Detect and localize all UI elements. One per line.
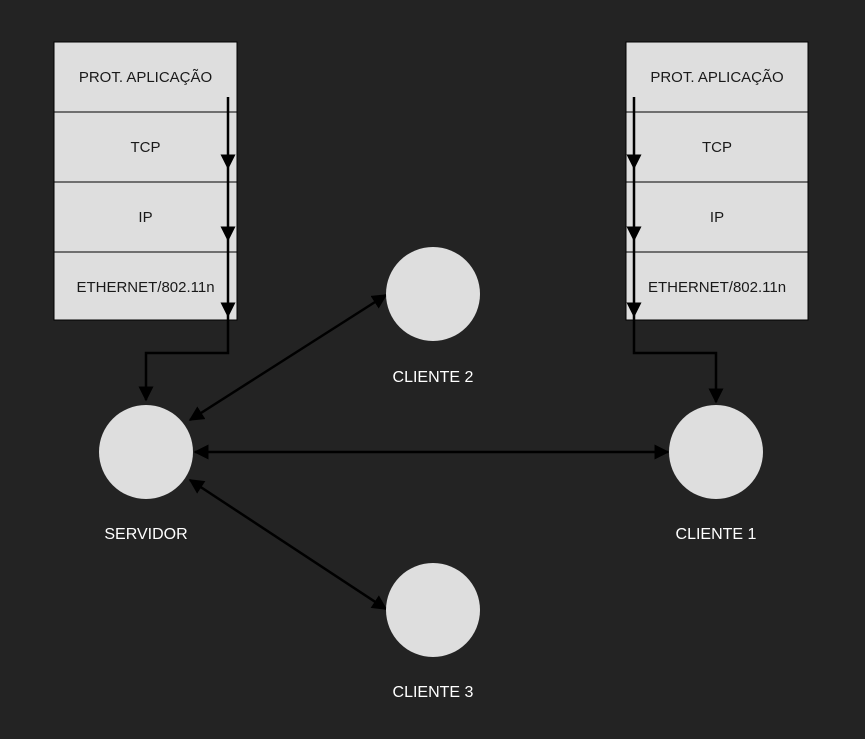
link-servidor-cliente2 [188, 293, 388, 422]
cliente1-label: CLIENTE 1 [676, 526, 757, 543]
right-layer-tcp-label: TCP [702, 139, 732, 156]
left-layer-ethernet-label: ETHERNET/802.11n [76, 279, 214, 296]
nodes [99, 247, 763, 657]
right-layer-ethernet [625, 251, 809, 321]
left-layer-ip-label: IP [138, 209, 152, 226]
left-layer-tcp-label: TCP [131, 139, 161, 156]
left-layer-app [53, 41, 238, 113]
cliente3-label: CLIENTE 3 [393, 684, 474, 701]
right-layer-ip-label: IP [710, 209, 724, 226]
right-layer-app-label: PROT. APLICAÇÃO [650, 69, 783, 86]
cliente1-node [669, 405, 763, 499]
link-servidor-cliente3 [188, 478, 388, 611]
servidor-label: SERVIDOR [104, 526, 187, 543]
servidor-node [99, 405, 193, 499]
network-links [188, 293, 670, 611]
right-layer-ethernet-label: ETHERNET/802.11n [648, 279, 786, 296]
left-flow-to-servidor [138, 316, 230, 402]
right-protocol-stack: PROT. APLICAÇÃO TCP IP ETHERNET/802.11n [625, 41, 809, 321]
right-flow-to-cliente1 [632, 316, 724, 404]
right-layer-app [625, 41, 809, 113]
node-labels: SERVIDOR CLIENTE 1 CLIENTE 2 CLIENTE 3 [104, 369, 756, 701]
right-layer-tcp [625, 111, 809, 183]
left-layer-tcp [53, 111, 238, 183]
left-layer-ip [53, 181, 238, 253]
left-layer-app-label: PROT. APLICAÇÃO [79, 69, 212, 86]
cliente2-label: CLIENTE 2 [393, 369, 474, 386]
cliente3-node [386, 563, 480, 657]
left-protocol-stack: PROT. APLICAÇÃO TCP IP ETHERNET/802.11n [53, 41, 238, 321]
right-stack-flow [626, 97, 724, 404]
cliente2-node [386, 247, 480, 341]
